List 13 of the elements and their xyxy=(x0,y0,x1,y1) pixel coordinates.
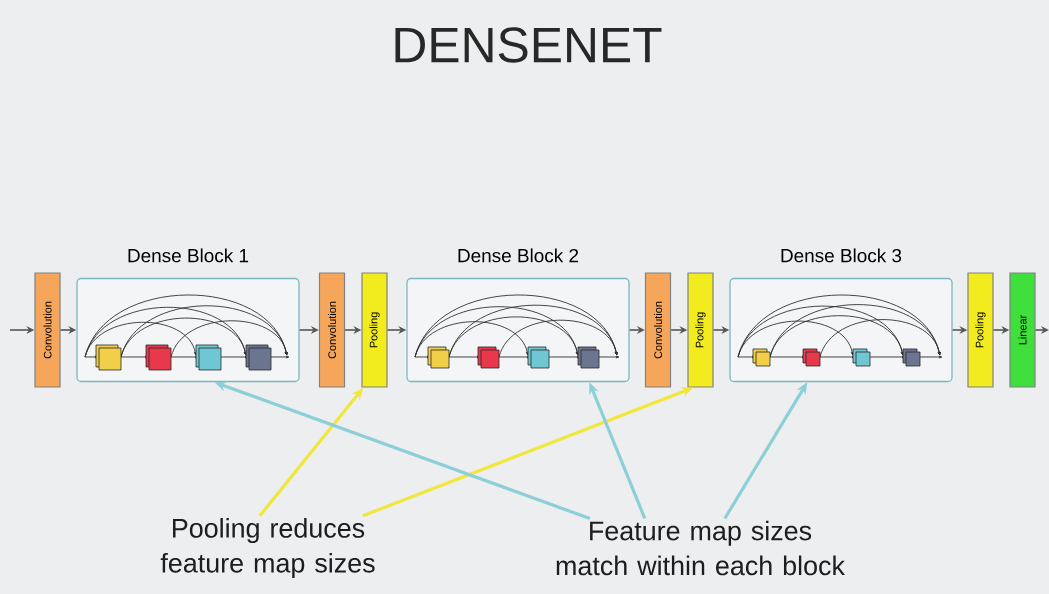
node-label: Dense Block 2 xyxy=(458,248,579,263)
annotation-text: Pooling reduces feature map sizes xyxy=(160,518,375,578)
linear-layer: Linear xyxy=(1009,272,1036,388)
node-label: Dense Block 3 xyxy=(781,248,902,263)
convolution-layer: Convolution xyxy=(318,272,346,388)
convolution-layer: Convolution xyxy=(644,272,672,388)
node-label: Dense Block 1 xyxy=(128,248,249,263)
convolution-layer: Convolution xyxy=(34,272,61,388)
pooling-layer: Pooling xyxy=(967,272,994,388)
annotation-text: Feature map sizes match within each block xyxy=(556,520,845,576)
title: DENSENET xyxy=(395,27,662,63)
pooling-layer: Pooling xyxy=(361,272,388,388)
pooling-layer: Pooling xyxy=(687,272,714,388)
